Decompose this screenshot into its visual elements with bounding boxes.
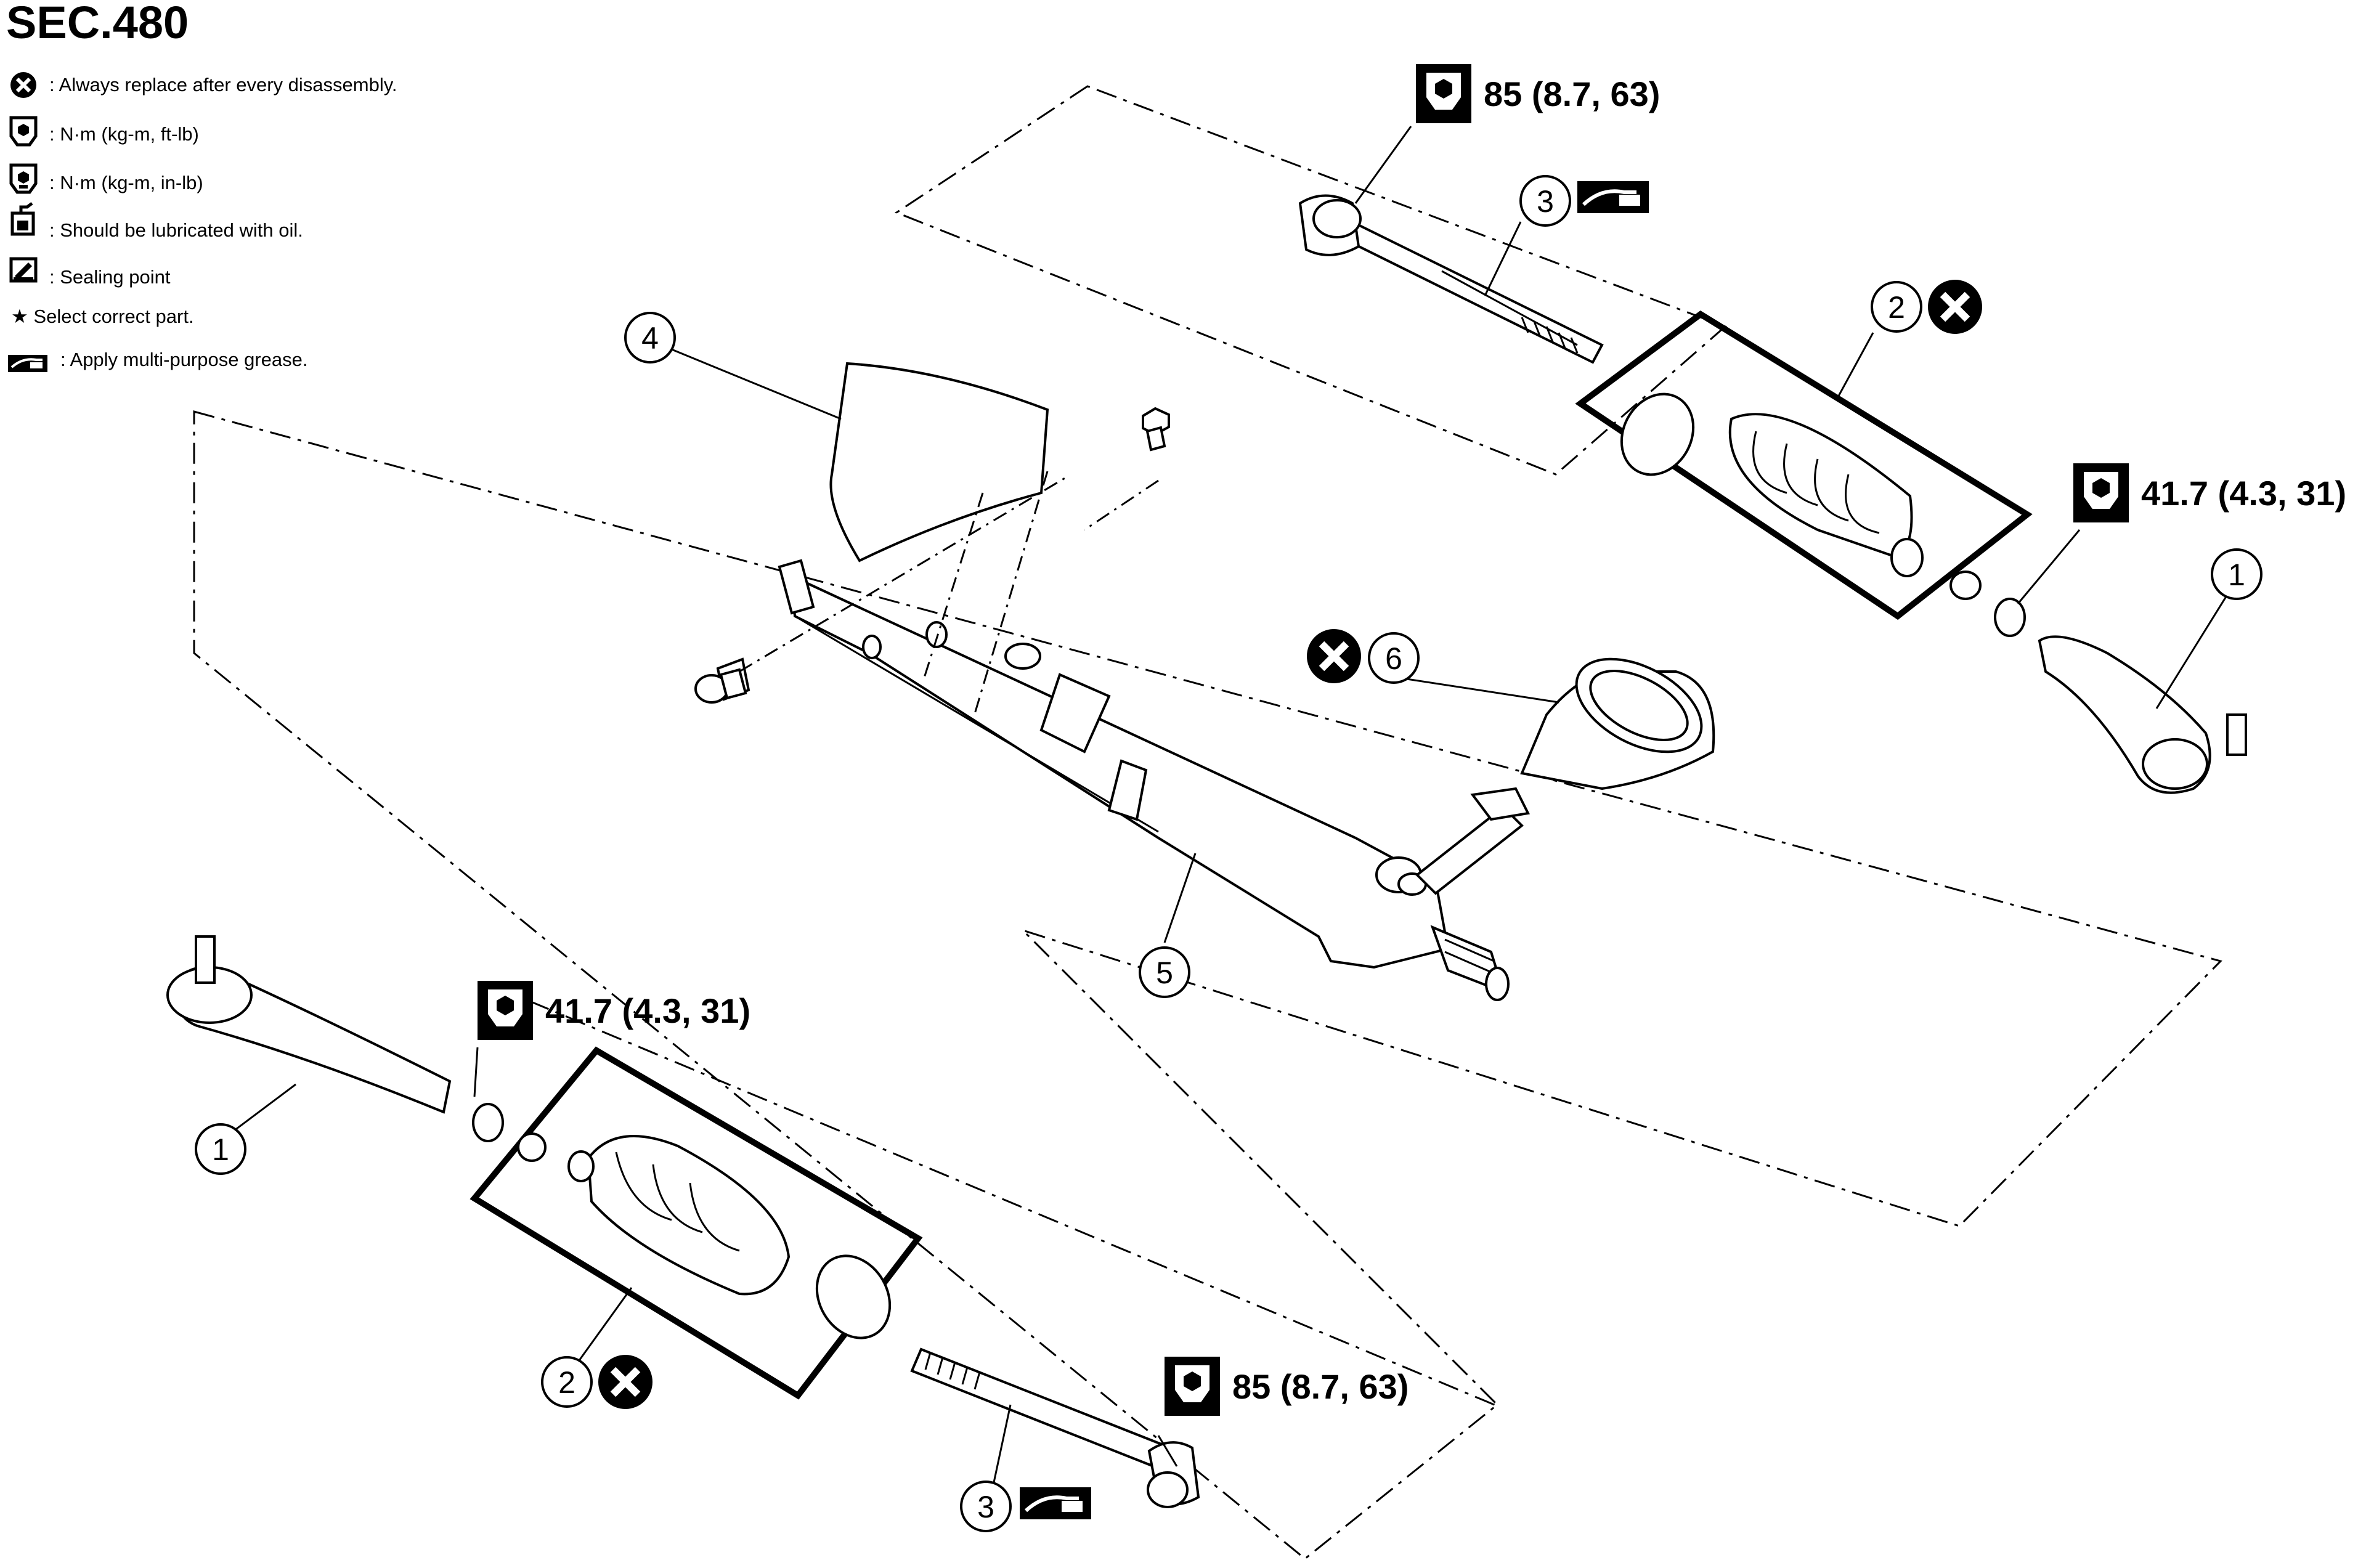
torque-value-nut-left: 41.7 (4.3, 31)	[545, 991, 750, 1030]
callout-5: 5	[1139, 946, 1190, 998]
callout-3-top: 3	[1519, 175, 1571, 227]
boot-kit-bottom	[470, 1046, 923, 1400]
legend-text-oil: : Should be lubricated with oil.	[49, 219, 303, 241]
svg-text:3: 3	[1537, 184, 1554, 219]
outer-tie-rod-right	[2038, 635, 2247, 794]
svg-text:2: 2	[1888, 290, 1905, 325]
column-boot	[1520, 657, 1715, 790]
section-title: SEC.480	[6, 0, 189, 48]
tie-rod-nut-right	[1994, 598, 2026, 637]
mount-bolt-top	[1142, 407, 1170, 452]
svg-text:2: 2	[558, 1365, 575, 1400]
torque-value-inner-top: 85 (8.7, 63)	[1484, 75, 1660, 113]
grease-icon	[8, 355, 47, 372]
boot-kit-top	[1575, 310, 2033, 620]
callout-6: 6	[1368, 632, 1420, 684]
torque-wrench-icon	[478, 981, 533, 1040]
legend: : Always replace after every disassembly…	[8, 72, 397, 372]
torque-wrench-small-icon	[9, 163, 38, 194]
legend-text-replace: : Always replace after every disassembly…	[49, 74, 397, 95]
legend-text-grease: : Apply multi-purpose grease.	[60, 349, 308, 370]
x-circle-icon	[1307, 629, 1361, 683]
legend-text-ftlb: : N·m (kg-m, ft-lb)	[49, 123, 199, 145]
torque-wrench-icon	[2073, 463, 2129, 522]
oil-can-icon	[10, 202, 35, 236]
legend-text-sealing: : Sealing point	[49, 266, 171, 288]
svg-text:6: 6	[1385, 641, 1402, 676]
lower-assembly-frame	[492, 985, 1498, 1407]
upper-assembly-frame	[894, 85, 1727, 476]
torque-value-nut-right: 41.7 (4.3, 31)	[2141, 474, 2346, 513]
outer-tie-rod-left	[166, 935, 452, 1114]
x-circle-icon	[1928, 280, 1982, 334]
callout-3-bottom: 3	[960, 1481, 1012, 1532]
callout-1-right: 1	[2211, 548, 2262, 600]
inner-tie-rod-top	[1298, 194, 1604, 364]
svg-text:4: 4	[641, 321, 659, 355]
rack-assembly-frame	[193, 410, 2222, 1560]
gear-assembly	[716, 559, 1530, 1001]
svg-text:1: 1	[212, 1132, 229, 1167]
callout-1-left: 1	[195, 1123, 246, 1175]
callout-4: 4	[624, 312, 676, 364]
svg-text:1: 1	[2228, 558, 2245, 592]
svg-text:5: 5	[1156, 956, 1173, 990]
insulator	[829, 362, 1049, 563]
mount-bolt-left	[694, 668, 747, 704]
tie-rod-nut-left	[472, 1103, 504, 1142]
sealant-icon	[9, 257, 38, 283]
leader-lines	[221, 126, 2229, 1492]
torque-wrench-icon	[1416, 64, 1471, 123]
x-circle-icon	[598, 1355, 653, 1409]
callout-2-bottom: 2	[541, 1356, 593, 1408]
legend-text-select-part: ★ Select correct part.	[11, 306, 194, 327]
svg-text:3: 3	[977, 1490, 994, 1524]
legend-text-inlb: : N·m (kg-m, in-lb)	[49, 172, 203, 193]
torque-wrench-icon	[1165, 1357, 1220, 1416]
x-circle-icon	[10, 72, 36, 98]
torque-wrench-icon	[9, 116, 38, 147]
grease-icon	[1020, 1487, 1091, 1519]
inner-tie-rod-bottom	[910, 1347, 1200, 1508]
grease-icon	[1577, 181, 1649, 213]
torque-value-inner-bottom: 85 (8.7, 63)	[1232, 1367, 1409, 1406]
callout-2-top: 2	[1871, 281, 1922, 333]
